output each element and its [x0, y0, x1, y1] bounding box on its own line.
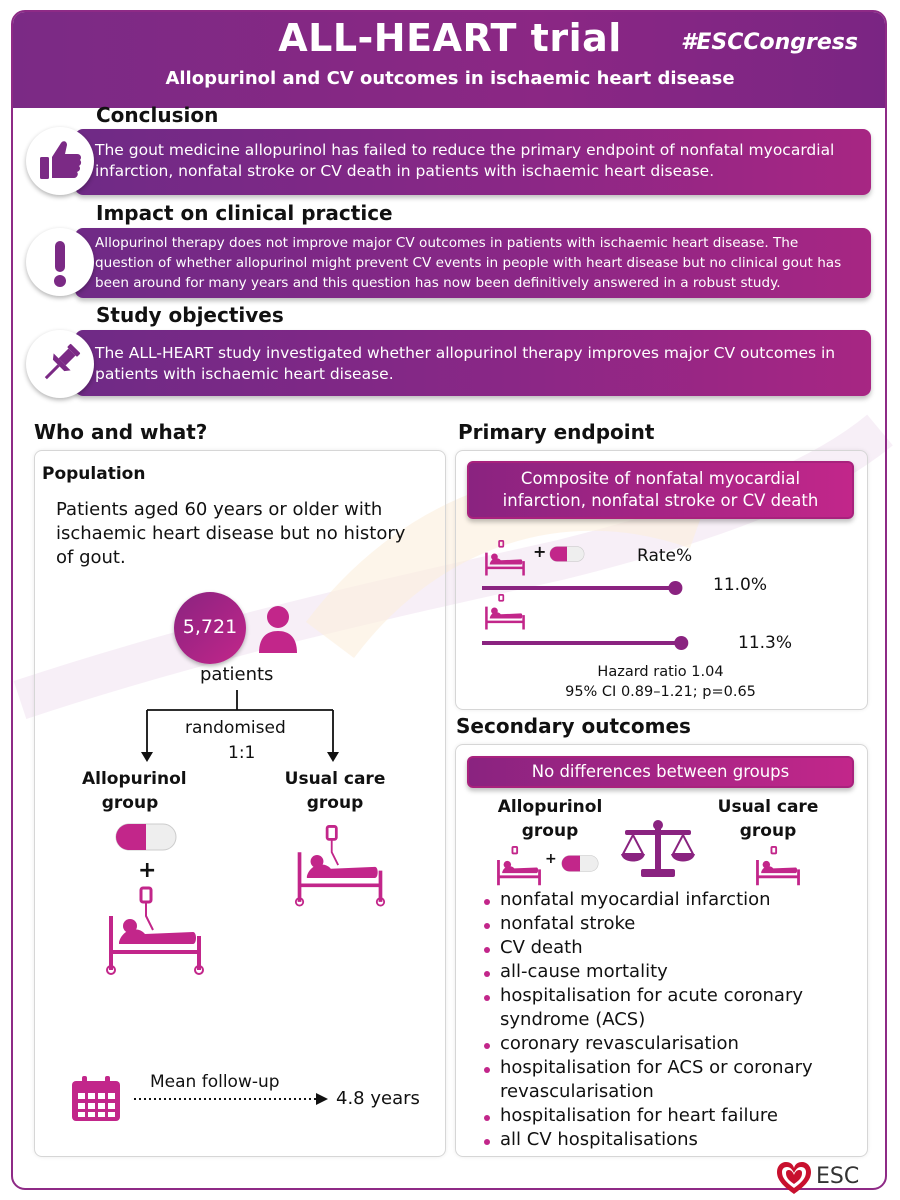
esc-heart-logo [777, 1162, 811, 1194]
followup-label: Mean follow-up [150, 1072, 280, 1092]
hashtag: #ESCCongress [681, 30, 858, 55]
list-item: coronary revascularisation [480, 1032, 860, 1056]
list-item: all CV hospitalisations [480, 1128, 860, 1152]
secondary-usual-care-label: Usual care group [717, 797, 819, 841]
pill-icon [561, 855, 599, 872]
hazard-ratio: Hazard ratio 1.04 [597, 664, 724, 680]
list-item: nonfatal stroke [480, 912, 860, 936]
no-differences-text: No differences between groups [531, 762, 790, 781]
infographic-frame [11, 10, 887, 1190]
primary-heading: Primary endpoint [458, 420, 655, 444]
randomisation-arrows [141, 690, 339, 762]
patient-bed-icon [485, 594, 525, 630]
objectives-band: The ALL-HEART study investigated whether… [75, 330, 871, 396]
balance-scale-icon [621, 820, 695, 877]
population-label: Population [42, 464, 146, 484]
patient-bed-icon [497, 846, 541, 886]
conclusion-heading: Conclusion [96, 103, 219, 127]
who-panel [34, 450, 446, 1157]
pin-icon [44, 343, 81, 380]
calendar-icon [72, 1076, 120, 1121]
usual-care-group-label: Usual care group [284, 769, 386, 813]
confidence-interval: 95% CI 0.89–1.21; p=0.65 [565, 684, 756, 700]
list-item: hospitalisation for ACS or coronary reva… [480, 1056, 860, 1104]
list-item: CV death [480, 936, 860, 960]
conclusion-text: The gout medicine allopurinol has failed… [95, 141, 835, 180]
rate-bar-allopurinol-marker [668, 581, 683, 595]
patient-bed-icon [106, 886, 204, 975]
conclusion-band: The gout medicine allopurinol has failed… [75, 129, 871, 195]
impact-icon-badge [26, 228, 94, 296]
impact-text: Allopurinol therapy does not improve maj… [95, 235, 842, 291]
list-item: nonfatal myocardial infarction [480, 888, 860, 912]
list-item: all-cause mortality [480, 960, 860, 984]
patients-count: 5,721 [182, 616, 238, 638]
rate-bars [482, 581, 689, 650]
patients-label: patients [200, 664, 274, 685]
patient-bed-icon [294, 825, 386, 907]
patients-count-circle: 5,721 [174, 592, 246, 664]
followup-value: 4.8 years [336, 1088, 420, 1109]
list-item: hospitalisation for heart failure [480, 1104, 860, 1128]
randomised-label: randomised [185, 718, 286, 738]
pill-icon [115, 823, 177, 851]
impact-band: Allopurinol therapy does not improve maj… [75, 228, 871, 298]
subtitle: Allopurinol and CV outcomes in ischaemic… [165, 68, 735, 89]
rate-usual-care: 11.3% [738, 633, 793, 653]
no-differences-box: No differences between groups [467, 756, 854, 788]
header-banner [13, 12, 885, 108]
person-icon [259, 606, 297, 653]
primary-panel [455, 450, 868, 710]
objectives-icon-badge [26, 330, 94, 398]
followup-arrow [134, 1093, 328, 1105]
page-title: ALL-HEART trial [278, 16, 622, 60]
secondary-heading: Secondary outcomes [456, 714, 691, 738]
patient-bed-icon [756, 846, 800, 886]
secondary-panel [455, 744, 868, 1157]
rate-bar-usual-care-marker [674, 636, 689, 650]
secondary-allopurinol-label: Allopurinol group [497, 797, 603, 841]
conclusion-icon-badge [26, 127, 94, 195]
list-item: hospitalisation for acute coronary syndr… [480, 984, 830, 1032]
esc-logo-text: ESC [816, 1164, 860, 1189]
thumbs-up-icon [40, 141, 82, 179]
plus-sign: + [138, 858, 157, 883]
who-heading: Who and what? [34, 420, 208, 444]
rate-label: Rate% [637, 546, 693, 566]
population-text: Patients aged 60 years or older with isc… [56, 499, 406, 568]
impact-heading: Impact on clinical practice [96, 201, 393, 225]
secondary-plus: + [545, 851, 557, 867]
secondary-outcomes-list: nonfatal myocardial infarction nonfatal … [480, 888, 860, 1152]
patient-bed-icon [485, 540, 525, 576]
objectives-heading: Study objectives [96, 303, 284, 327]
objectives-text: The ALL-HEART study investigated whether… [95, 344, 836, 383]
ratio-label: 1:1 [228, 743, 256, 763]
allopurinol-group-label: Allopurinol group [82, 769, 187, 813]
pill-icon [549, 546, 585, 562]
exclamation-icon [54, 241, 66, 287]
primary-endpoint-text: Composite of nonfatal myocardial infarct… [502, 469, 819, 510]
rate-allopurinol: 11.0% [713, 575, 768, 595]
primary-endpoint-box: Composite of nonfatal myocardial infarct… [467, 461, 854, 519]
primary-plus: + [533, 542, 547, 561]
